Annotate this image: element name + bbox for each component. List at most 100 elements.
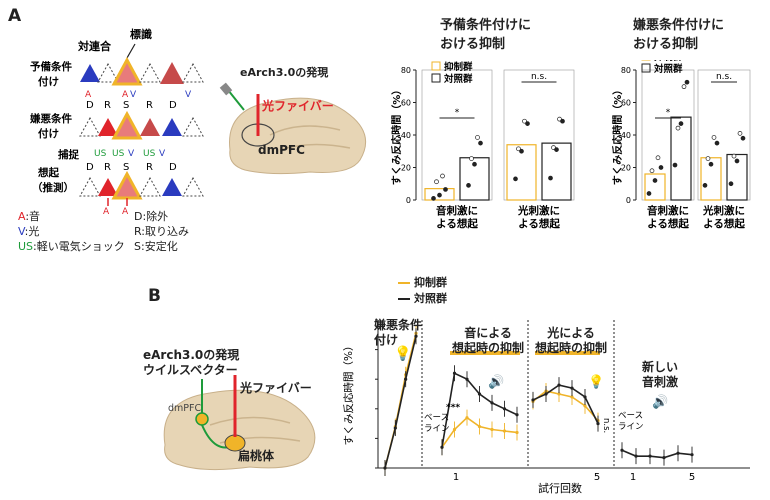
legend-shock: US:軽い電気ショック [18, 240, 125, 253]
baseline-label: ライン [618, 422, 644, 432]
phase-label-new-tone: 新しい 音刺激 [642, 360, 679, 389]
brain-b-amygdala: 扁桃体 [238, 449, 275, 463]
svg-text:US: US [143, 149, 156, 159]
data-point [519, 148, 524, 154]
data-point [414, 334, 418, 338]
data-point [477, 424, 482, 429]
precond-bar-chart: 020406080すくみ反応時間（%）音刺激による想起*光刺激による想起n.s.… [390, 61, 575, 230]
category-label: 光刺激に [517, 204, 560, 217]
x-tick-label: 5 [594, 472, 600, 483]
svg-text:付け: 付け [38, 127, 59, 140]
legend-b-control: 対照群 [398, 290, 447, 306]
x-tick-label: 1 [630, 472, 636, 483]
legend-swatch [641, 63, 651, 73]
data-point [649, 168, 655, 174]
category-label: 光刺激に [702, 204, 745, 217]
data-point [711, 135, 717, 140]
legend-incorporate: R:取り込み [134, 225, 190, 238]
data-point [557, 383, 561, 387]
sig-label: n.s. [716, 72, 732, 82]
data-point [440, 445, 444, 449]
y-axis-label: すくみ反応時間（%） [390, 85, 403, 185]
row-label-aversive: 嫌悪条件 [29, 112, 72, 125]
data-point [634, 454, 638, 458]
data-point [437, 192, 442, 198]
data-point [431, 196, 436, 201]
legend-label: 抑制群 [654, 60, 683, 63]
category-label: 音刺激に [647, 204, 689, 217]
group-frame [503, 69, 575, 201]
baseline-label: ライン [424, 424, 450, 434]
data-point [672, 162, 678, 168]
data-point [583, 404, 587, 408]
data-point [525, 121, 530, 126]
category-label: 音刺激に [436, 204, 478, 217]
bar-control [459, 157, 490, 201]
data-point [557, 392, 561, 396]
schema-top-left-label: 対連合 [77, 39, 112, 53]
data-point [662, 456, 666, 460]
speaker-icon: 🔊 [652, 393, 668, 410]
suppression-bar [450, 351, 520, 355]
svg-text:A: A [122, 207, 129, 217]
data-point [675, 125, 681, 131]
data-point [477, 392, 482, 396]
row-label-recall: 想起 [37, 166, 59, 179]
svg-text:S: S [123, 162, 129, 173]
sig-label: * [455, 108, 460, 118]
row2-triangles [79, 110, 204, 140]
y-tick-label: 0 [626, 196, 631, 205]
data-point [531, 398, 535, 402]
data-point [646, 191, 652, 196]
bar-control [541, 142, 572, 201]
data-point [596, 422, 600, 426]
data-point [705, 156, 711, 161]
data-point [708, 161, 714, 167]
row1-triangles [80, 56, 204, 86]
row3-triangles [79, 170, 204, 200]
data-point [570, 386, 574, 390]
legend-stabilize: S:安定化 [134, 240, 178, 253]
brain-b-expression: eArch3.0の発現 ウイルスベクター [143, 348, 240, 377]
series-line [532, 384, 599, 424]
legend-tone: A:音 [18, 210, 41, 223]
legend-swatch [431, 61, 441, 71]
series-line [532, 390, 599, 422]
data-point [452, 427, 457, 432]
x-axis-label: 試行回数 [538, 481, 582, 495]
bar-suppress [424, 188, 455, 201]
svg-text:R: R [146, 162, 153, 173]
data-point [714, 140, 720, 146]
data-point [655, 155, 661, 161]
speaker-icon: 🔊 [488, 373, 504, 390]
data-point [648, 454, 652, 458]
brain-a-fiber: 光ファイバー [262, 99, 334, 113]
data-point [478, 140, 483, 146]
svg-text:D: D [169, 162, 177, 173]
bar-suppress [700, 157, 722, 201]
y-tick-label: 40 [401, 131, 411, 140]
svg-text:US: US [112, 149, 125, 159]
data-point [676, 451, 680, 455]
legend-b-suppress: 抑制群 [398, 274, 447, 290]
data-point [515, 413, 519, 417]
legend-swatch [431, 73, 441, 83]
data-point [443, 187, 448, 192]
data-point [731, 153, 737, 159]
brain-a-region: dmPFC [258, 143, 305, 157]
category-label: よる想起 [703, 217, 745, 230]
y-tick-label: 80 [401, 66, 411, 75]
data-point [544, 392, 548, 396]
panel-a-letter: A [8, 6, 22, 26]
svg-text:V: V [128, 149, 135, 159]
suppression-bar [535, 351, 600, 355]
y-tick-label: 20 [401, 164, 411, 173]
group-frame [697, 69, 751, 201]
legend-exclude: D:除外 [134, 210, 169, 223]
data-point [393, 426, 397, 430]
svg-text:付け: 付け [38, 75, 59, 88]
category-label: よる想起 [647, 217, 689, 230]
brain-b-illustration [163, 375, 316, 471]
data-point [490, 401, 494, 405]
y-tick-label: 60 [621, 99, 631, 108]
